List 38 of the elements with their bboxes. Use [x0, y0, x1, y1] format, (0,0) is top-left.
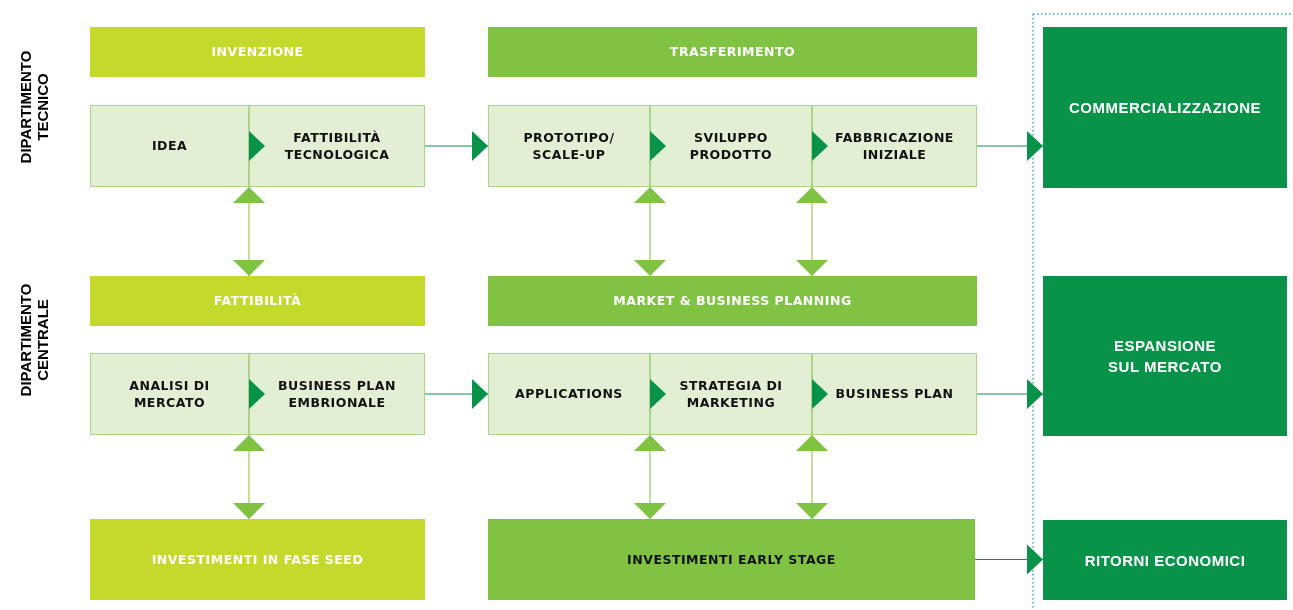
double-arrow: [634, 434, 666, 520]
department-label: DIPARTIMENTO TECNICO: [16, 49, 50, 166]
double-arrow: [796, 186, 828, 277]
double-arrow: [796, 434, 828, 520]
arrow: [974, 544, 1044, 575]
process-step: FABBRICAZIONE INIZIALE: [812, 105, 977, 187]
arrow: [424, 131, 489, 161]
process-step: APPLICATIONS: [488, 353, 650, 435]
stage-header: INVENZIONE: [90, 27, 425, 77]
process-step: STRATEGIA DI MARKETING: [650, 353, 812, 435]
arrow: [649, 131, 666, 161]
arrow: [424, 379, 489, 409]
arrow: [248, 131, 265, 161]
arrow: [649, 379, 666, 409]
outcome-box: RITORNI ECONOMICI: [1043, 520, 1287, 600]
outcome-box: ESPANSIONE SUL MERCATO: [1043, 276, 1287, 436]
process-step: PROTOTIPO/ SCALE-UP: [488, 105, 650, 187]
process-step: IDEA: [90, 105, 249, 187]
process-step: ANALISI DI MERCATO: [90, 353, 249, 435]
department-label: DIPARTIMENTO CENTRALE: [16, 282, 50, 399]
stage-header: INVESTIMENTI EARLY STAGE: [488, 519, 975, 600]
double-arrow: [233, 186, 265, 277]
outcome-box: COMMERCIALIZZAZIONE: [1043, 27, 1287, 188]
stage-header: INVESTIMENTI IN FASE SEED: [90, 519, 425, 600]
double-arrow: [634, 186, 666, 277]
process-step: BUSINESS PLAN: [812, 353, 977, 435]
process-step: FATTIBILITÀ TECNOLOGICA: [249, 105, 425, 187]
stage-header: FATTIBILITÀ: [90, 276, 425, 326]
arrow: [248, 379, 265, 409]
arrow: [811, 131, 828, 161]
process-step: SVILUPPO PRODOTTO: [650, 105, 812, 187]
double-arrow: [233, 434, 265, 520]
stage-header: MARKET & BUSINESS PLANNING: [488, 276, 977, 326]
process-step: BUSINESS PLAN EMBRIONALE: [249, 353, 425, 435]
stage-header: TRASFERIMENTO: [488, 27, 977, 77]
arrow: [811, 379, 828, 409]
arrow: [976, 379, 1044, 409]
arrow: [976, 131, 1044, 161]
